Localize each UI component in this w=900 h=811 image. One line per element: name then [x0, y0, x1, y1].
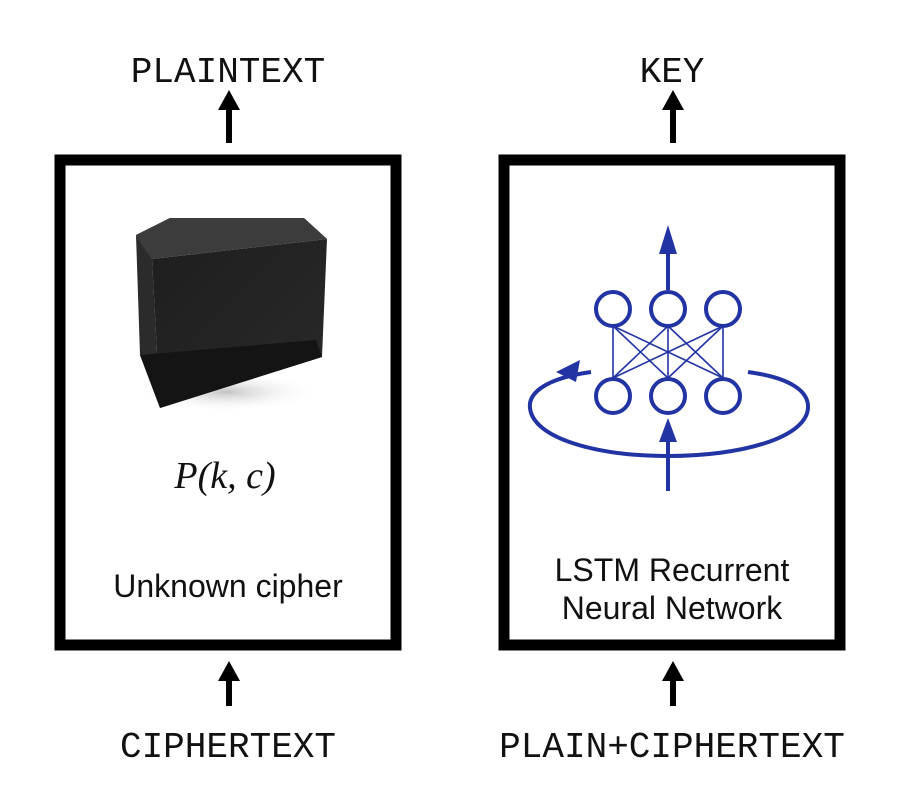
unknown-cipher-caption: Unknown cipher	[113, 568, 343, 604]
lstm-caption-line2: Neural Network	[562, 590, 784, 626]
up-arrow-icon	[662, 661, 684, 706]
ciphertext-input-label: CIPHERTEXT	[120, 727, 336, 768]
recurrent-neural-network-icon	[527, 225, 811, 491]
up-arrow-icon	[218, 661, 240, 706]
plain-ciphertext-input-label: PLAIN+CIPHERTEXT	[499, 727, 845, 768]
lstm-caption-line1: LSTM Recurrent	[555, 552, 790, 588]
up-arrow-icon	[218, 90, 240, 143]
unknown-cipher-box	[54, 154, 402, 651]
up-arrow-icon	[662, 90, 684, 143]
left-panel: PLAINTEXT P(k, c) Unknown cipher CIPHERT…	[54, 52, 402, 768]
right-panel: KEY	[498, 52, 846, 768]
black-box-cube-icon	[134, 218, 327, 412]
plaintext-output-label: PLAINTEXT	[131, 52, 325, 93]
probability-formula: P(k, c)	[173, 455, 275, 497]
key-output-label: KEY	[640, 52, 705, 93]
lstm-network-box	[498, 154, 846, 651]
